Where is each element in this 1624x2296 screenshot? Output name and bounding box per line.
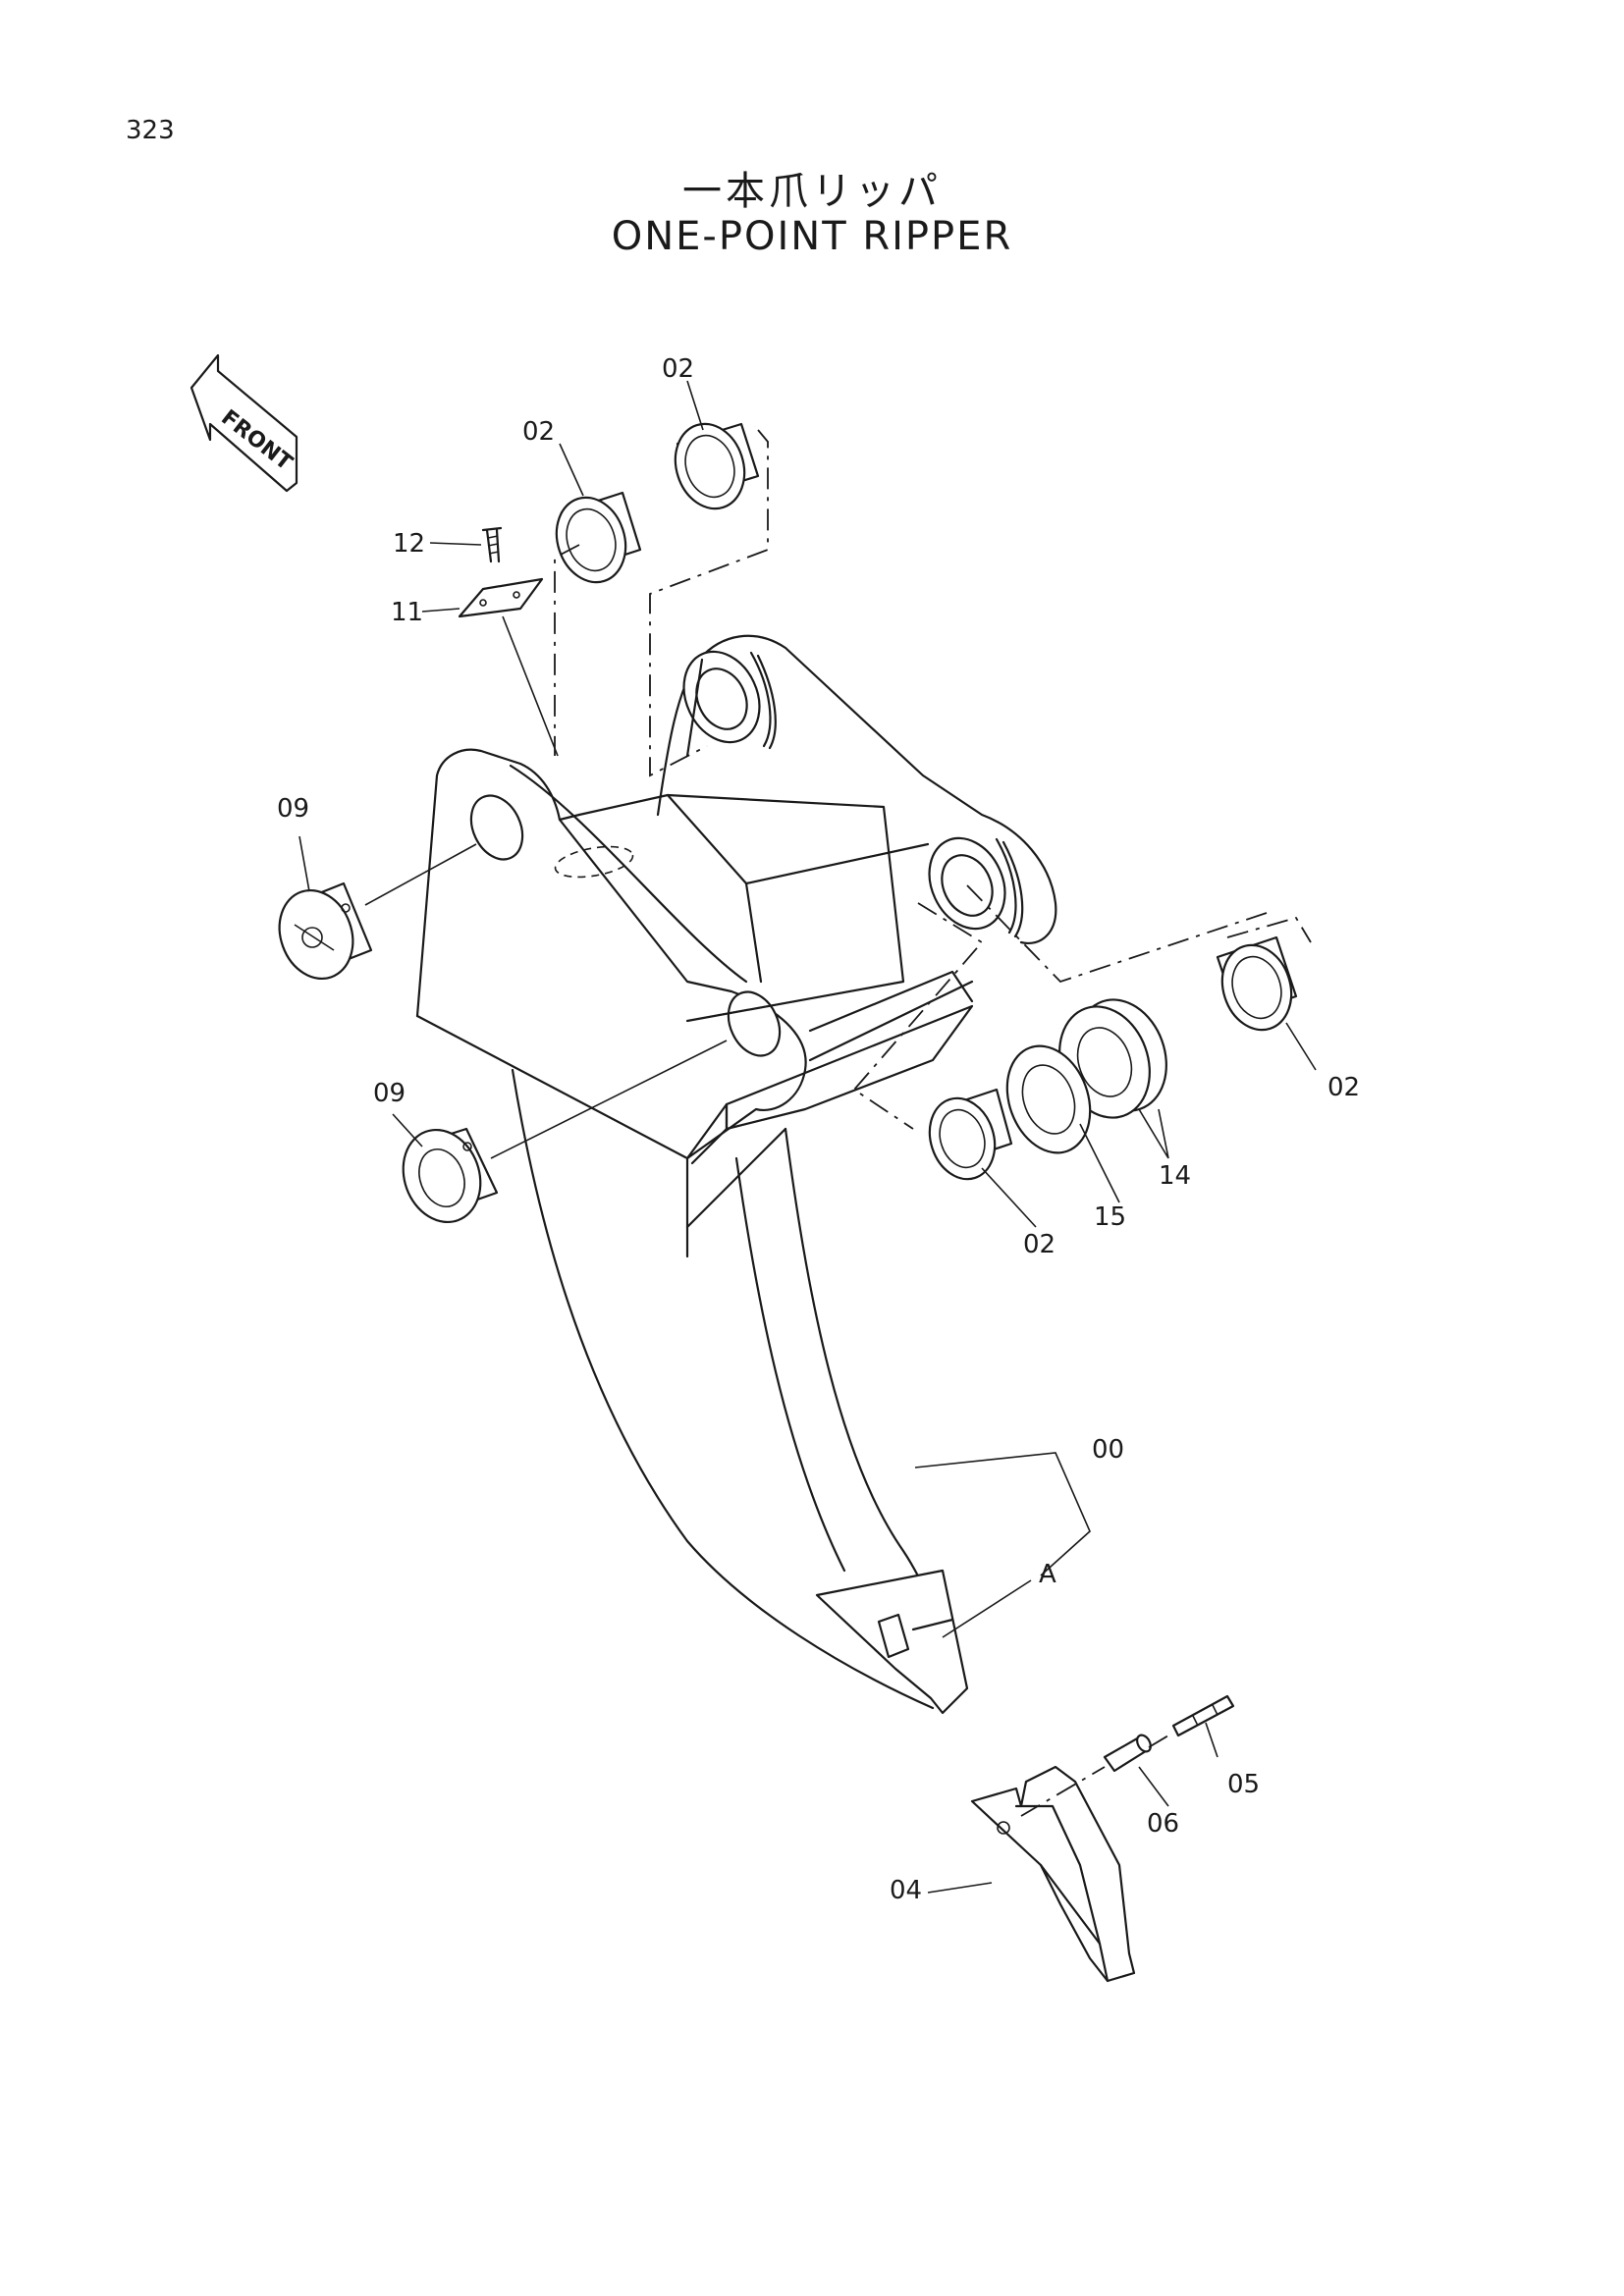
callout-02-bottom: 02 bbox=[1023, 1230, 1056, 1259]
title-english: ONE-POINT RIPPER bbox=[611, 214, 1013, 259]
washer-15-icon bbox=[1005, 1044, 1092, 1154]
centerline-right-bushing bbox=[1226, 916, 1312, 943]
front-arrow-icon: FRONT bbox=[189, 353, 298, 493]
bushing-02-right-icon bbox=[1216, 935, 1298, 1032]
centerline-right-lower bbox=[966, 884, 1268, 984]
bushing-02-top-icon bbox=[674, 422, 760, 510]
ripper-bracket-icon bbox=[415, 634, 1057, 1715]
stopper-09-lower-icon bbox=[402, 1127, 499, 1224]
callout-06: 06 bbox=[1147, 1809, 1179, 1839]
callout-a: A bbox=[1039, 1560, 1056, 1589]
callout-02-right: 02 bbox=[1327, 1073, 1360, 1102]
plate-11-icon bbox=[458, 577, 544, 618]
centerline-pins bbox=[1020, 1732, 1174, 1817]
callout-00: 00 bbox=[1092, 1435, 1124, 1465]
centerline-top-bushing bbox=[649, 429, 769, 777]
callout-02-upper: 02 bbox=[522, 417, 555, 447]
callout-04: 04 bbox=[890, 1876, 922, 1905]
callout-12: 12 bbox=[393, 529, 425, 559]
callout-09-lower: 09 bbox=[373, 1079, 406, 1108]
screw-12-icon bbox=[481, 526, 503, 563]
callout-11: 11 bbox=[391, 598, 423, 627]
leader-stopper-lower bbox=[490, 1040, 728, 1159]
leader-stopper-upper bbox=[364, 843, 477, 906]
callout-02-top: 02 bbox=[662, 354, 694, 384]
callout-09-upper: 09 bbox=[277, 794, 309, 824]
bushing-02-upper-icon bbox=[555, 491, 642, 584]
leader-lines bbox=[298, 380, 1317, 1894]
pin-06-icon bbox=[1103, 1734, 1152, 1773]
page-number: 323 bbox=[126, 116, 175, 145]
callout-05: 05 bbox=[1227, 1770, 1260, 1799]
title-japanese: 一本爪リッパ bbox=[682, 169, 942, 214]
centerline-upper-bushing bbox=[554, 544, 580, 756]
bushing-02-bottom-icon bbox=[928, 1088, 1013, 1181]
centerline-bottom-bushing bbox=[852, 902, 984, 1130]
leader-plate-to-bracket bbox=[502, 615, 559, 757]
callout-14: 14 bbox=[1159, 1161, 1191, 1191]
pin-05-icon bbox=[1171, 1694, 1235, 1737]
stopper-09-upper-icon bbox=[278, 881, 373, 981]
tooth-04-icon bbox=[970, 1765, 1136, 1983]
callout-15: 15 bbox=[1094, 1202, 1126, 1232]
